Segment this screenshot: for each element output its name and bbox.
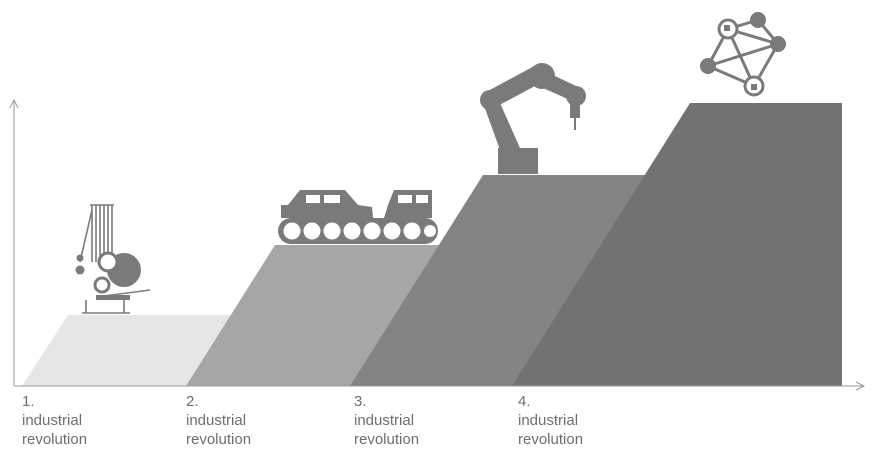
stage-3-line2: revolution [354,431,420,448]
stage-4-number: 4. [518,393,531,410]
axes [9,98,866,391]
stage-4-label: 4. industrial revolution [518,392,583,449]
assembly-line-cars-icon [278,190,438,244]
stage-2-line1: industrial [186,412,247,429]
stage-1-label: 1. industrial revolution [22,392,87,449]
stage-4-line1: industrial [518,412,579,429]
stage-3-number: 3. [354,393,367,410]
y-axis-arrow [9,98,19,109]
network-nodes-icon [700,12,786,97]
x-axis-arrow [855,381,866,391]
stage-3-line1: industrial [354,412,415,429]
stage-4-terrace [512,103,842,386]
steam-engine-icon [75,204,151,314]
stage-2-line2: revolution [186,431,252,448]
stage-2-label: 2. industrial revolution [186,392,251,449]
stage-1-number: 1. [22,393,35,410]
stage-2-number: 2. [186,393,199,410]
stage-1-line2: revolution [22,431,88,448]
robot-arm-icon [480,63,586,174]
stage-1-line1: industrial [22,412,83,429]
stage-1-terrace [22,315,235,386]
stage-4-line2: revolution [518,431,584,448]
stage-3-label: 3. industrial revolution [354,392,419,449]
